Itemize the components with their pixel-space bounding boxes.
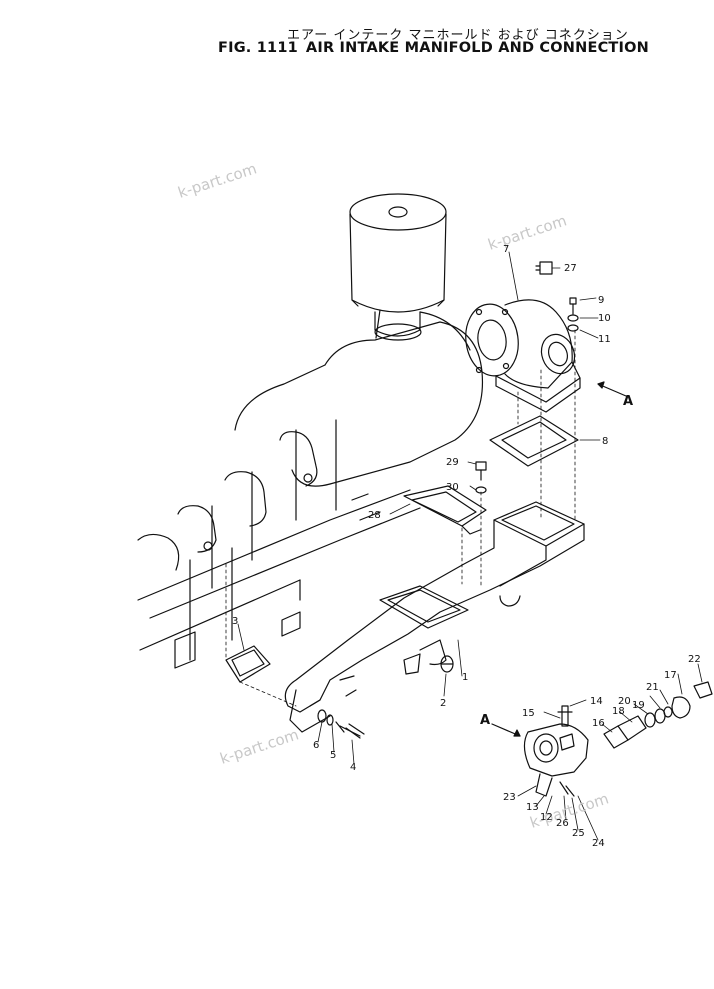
callout-29: 29 xyxy=(446,457,459,468)
callout-23: 23 xyxy=(503,792,516,803)
callout-12: 12 xyxy=(540,812,553,823)
air-cleaner-canister xyxy=(349,193,447,341)
callout-18: 18 xyxy=(612,706,625,717)
callout-5: 5 xyxy=(330,750,336,761)
japanese-title: エアー インテーク マニホールド および コネクション xyxy=(287,28,629,43)
figure-number: FIG. 1111 xyxy=(218,40,298,56)
watermark-4: k-part.com xyxy=(528,789,611,831)
intake-pipe xyxy=(234,309,484,487)
engine-cylinder-head xyxy=(137,419,421,669)
intake-manifold xyxy=(284,501,585,733)
callout-4: 4 xyxy=(350,762,356,773)
callout-17: 17 xyxy=(664,670,677,681)
view-label-lower: A xyxy=(480,713,490,728)
gasket-8 xyxy=(489,415,579,467)
callout-28: 28 xyxy=(368,510,381,521)
alignment-lines xyxy=(225,329,576,707)
plug-2 xyxy=(440,655,454,673)
callout-13: 13 xyxy=(526,802,539,813)
bolt-9-washers-10-11 xyxy=(567,297,579,332)
callout-26: 26 xyxy=(556,818,569,829)
callout-3: 3 xyxy=(232,616,238,627)
figure-caption: AIR INTAKE MANIFOLD AND CONNECTION xyxy=(305,40,649,56)
thermostat-housing-assembly xyxy=(523,681,713,797)
callout-15: 15 xyxy=(522,708,535,719)
watermark-2: k-part.com xyxy=(486,211,569,253)
watermark-3: k-part.com xyxy=(218,725,301,767)
figure-title: FIG. 1111 AIR INTAKE MANIFOLD AND CONNECT… xyxy=(218,40,657,56)
callout-25: 25 xyxy=(572,828,585,839)
bolt-4-and-washers xyxy=(317,709,365,739)
callout-22: 22 xyxy=(688,654,701,665)
callout-7: 7 xyxy=(503,244,509,255)
callout-16: 16 xyxy=(592,718,605,729)
callout-11: 11 xyxy=(598,334,611,345)
callout-24: 24 xyxy=(592,838,605,849)
bolt-29-washer-30 xyxy=(475,461,487,494)
fitting-27 xyxy=(535,261,553,275)
callout-14: 14 xyxy=(590,696,603,707)
view-arrow-upper xyxy=(597,381,627,397)
callout-21: 21 xyxy=(646,682,659,693)
gasket-28 xyxy=(403,485,487,535)
callout-6: 6 xyxy=(313,740,319,751)
view-label-upper: A xyxy=(623,394,633,409)
callout-1: 1 xyxy=(462,672,468,683)
callout-27: 27 xyxy=(564,263,577,274)
callout-leader-lines xyxy=(237,251,703,841)
callout-20: 20 xyxy=(618,696,631,707)
callout-8: 8 xyxy=(602,436,608,447)
watermark-1: k-part.com xyxy=(176,159,259,201)
callout-10: 10 xyxy=(598,313,611,324)
callout-2: 2 xyxy=(440,698,446,709)
callout-19: 19 xyxy=(632,700,645,711)
callout-9: 9 xyxy=(598,295,604,306)
callout-30: 30 xyxy=(446,482,459,493)
gasket-3 xyxy=(225,645,271,683)
elbow-connection xyxy=(465,299,581,413)
view-arrow-lower xyxy=(491,723,521,737)
